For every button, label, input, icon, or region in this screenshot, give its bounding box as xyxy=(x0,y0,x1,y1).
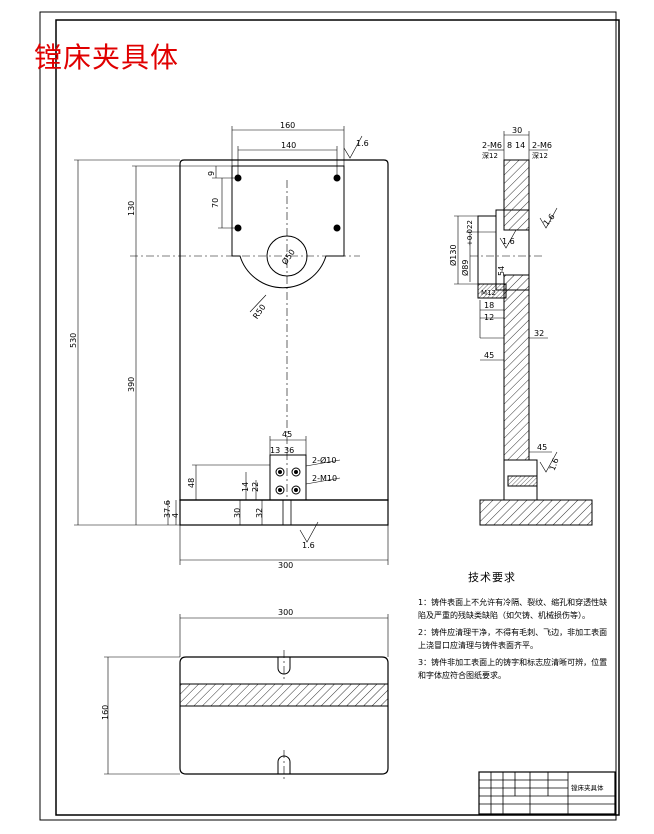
side-dim-18: 18 xyxy=(484,301,494,310)
roughness-top: 1.6 xyxy=(356,139,369,148)
dim-390: 390 xyxy=(127,377,136,392)
inner-border xyxy=(55,19,620,816)
side-dim-14: 14 xyxy=(515,141,525,150)
outer-border xyxy=(39,11,617,821)
tech-requirement-1: 1：铸件表面上不允许有冷隔、裂纹、缩孔和穿透性缺陷及严重的残缺类缺陷（如欠铸、机… xyxy=(418,598,608,620)
side-dim-12: 12 xyxy=(484,313,494,322)
dim-9: 9 xyxy=(207,171,216,176)
tech-requirement-3: 3：铸件非加工表面上的铸字和标志应清晰可辨，位置和字体应符合图纸要求。 xyxy=(418,658,608,680)
side-roughness-low: 1.6 xyxy=(548,457,561,472)
dim-4: 4 xyxy=(171,513,180,518)
top-dimension-labels: 300 160 xyxy=(101,608,293,720)
side-phi89: Ø89 xyxy=(460,260,470,276)
side-dim-32: 32 xyxy=(534,329,544,338)
dim-70: 70 xyxy=(211,198,220,208)
title-block-name: 镗床夹具体 xyxy=(571,783,604,792)
dim-160: 160 xyxy=(280,121,295,130)
top-view xyxy=(104,614,389,780)
callout-m10: 2-M10 xyxy=(312,474,337,483)
tech-requirements: 1：铸件表面上不允许有冷隔、裂纹、缩孔和穿透性缺陷及严重的残缺类缺陷（如欠铸、机… xyxy=(418,596,614,686)
dim-140: 140 xyxy=(281,141,296,150)
dim-48: 48 xyxy=(187,478,196,488)
dim-14: 14 xyxy=(241,482,250,492)
side-dim-30: 30 xyxy=(512,126,522,135)
side-dim-8: 8 xyxy=(507,141,512,150)
side-m12: M12 xyxy=(481,289,496,297)
dim-30: 30 xyxy=(233,508,242,518)
front-view xyxy=(74,126,389,565)
side-roughness-top: 1.6 xyxy=(542,212,557,228)
dim-300: 300 xyxy=(278,561,293,570)
top-dim-300: 300 xyxy=(278,608,293,617)
dim-530: 530 xyxy=(69,333,78,348)
dim-36: 36 xyxy=(284,446,294,455)
dim-r50: R50 xyxy=(251,303,267,321)
drawing-title: 镗床夹具体 xyxy=(34,41,180,74)
title-block xyxy=(478,771,616,815)
side-dim-45b: 45 xyxy=(537,443,547,452)
side-roughness-mid: 1.6 xyxy=(502,237,515,246)
dim-22: 22 xyxy=(251,482,260,492)
dim-32: 32 xyxy=(255,508,264,518)
side-phi130: Ø130 xyxy=(448,244,458,266)
front-dimension-labels: 160 140 1.6 9 70 130 530 390 R50 Ø50 45 … xyxy=(69,121,369,570)
roughness-bottom: 1.6 xyxy=(302,541,315,550)
dim-45: 45 xyxy=(282,430,292,439)
side-deep-right: 深12 xyxy=(532,151,548,160)
tech-requirement-2: 2：铸件应清理干净，不得有毛刺、飞边，非加工表面上浇冒口应清理与铸件表面齐平。 xyxy=(418,628,608,650)
dim-13: 13 xyxy=(270,446,280,455)
dim-130: 130 xyxy=(127,201,136,216)
dim-37-6: 37.6 xyxy=(163,500,172,518)
dim-bore: Ø50 xyxy=(279,247,297,266)
side-deep-left: 深12 xyxy=(482,151,498,160)
side-m6-right: 2-M6 xyxy=(532,141,552,150)
side-section-view xyxy=(454,131,593,526)
tech-requirements-title: 技术要求 xyxy=(468,571,516,584)
side-dim-54: 54 xyxy=(497,266,506,276)
side-dimension-labels: 30 2-M6 2-M6 8 14 深12 深12 1.6 Ø130 Ø89 +… xyxy=(448,126,561,472)
side-dim-45a: 45 xyxy=(484,351,494,360)
top-dim-160: 160 xyxy=(101,705,110,720)
side-tolerance: +0.022 xyxy=(466,220,474,246)
side-m6-left: 2-M6 xyxy=(482,141,502,150)
callout-phi10: 2-Ø10 xyxy=(312,455,336,465)
